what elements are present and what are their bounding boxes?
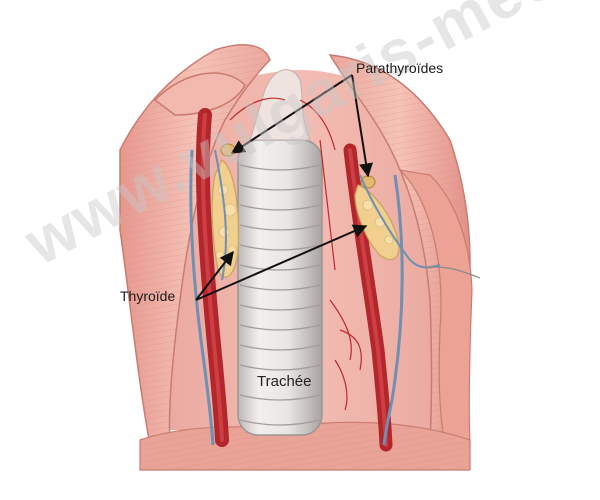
small-vessels bbox=[229, 97, 362, 411]
arrow-parathyroid-right bbox=[351, 74, 373, 178]
retractor-thread bbox=[424, 266, 481, 279]
label-thyroide: Thyroïde bbox=[120, 288, 176, 304]
arrow-thyroid-left bbox=[195, 250, 234, 301]
label-arrows bbox=[195, 74, 373, 301]
left-jugular-vein bbox=[189, 149, 215, 446]
left-parathyroid bbox=[220, 143, 236, 157]
label-parathyroides: Parathyroïdes bbox=[356, 60, 444, 76]
left-muscle-roll bbox=[153, 72, 246, 116]
arrow-parathyroid-left bbox=[230, 74, 353, 154]
trachea-rings bbox=[239, 164, 321, 426]
label-trachee: Trachée bbox=[257, 373, 312, 390]
right-jugular-vein bbox=[382, 174, 404, 446]
arrow-thyroid-right bbox=[195, 224, 368, 301]
